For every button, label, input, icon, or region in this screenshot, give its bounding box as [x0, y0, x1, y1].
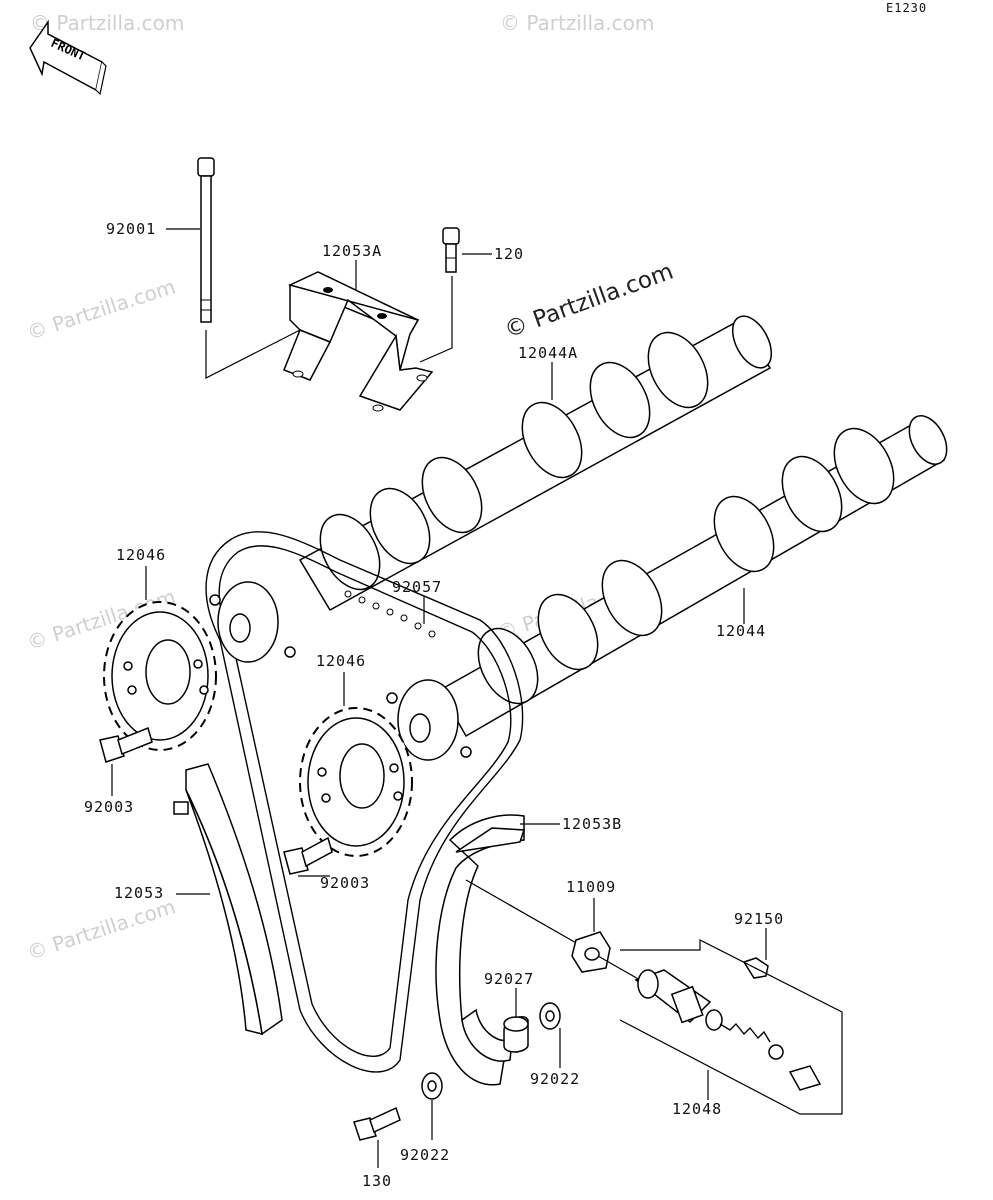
collar-92027-icon: [503, 1016, 529, 1053]
label-12046-mid: 12046: [316, 652, 366, 670]
label-120: 120: [494, 245, 524, 263]
bolt-130-icon: [353, 1106, 401, 1141]
tensioner-12048-icon: [619, 939, 843, 1115]
label-92150: 92150: [734, 910, 784, 928]
label-92022-right: 92022: [530, 1070, 580, 1088]
gasket-11009-icon: [571, 931, 611, 973]
label-130: 130: [362, 1172, 392, 1190]
bolt-92001-icon: [197, 157, 215, 323]
label-92001: 92001: [106, 220, 156, 238]
watermark-text: © Partzilla.com: [30, 11, 184, 35]
tensioner-guide-12053b-icon: [435, 814, 526, 1086]
bolt-92003-mid-icon: [283, 836, 333, 875]
label-12053b: 12053B: [562, 815, 622, 833]
label-11009: 11009: [566, 878, 616, 896]
cam-boss-lower-icon: [386, 679, 472, 761]
label-92003-mid: 92003: [320, 874, 370, 892]
bolt-92003-left-icon: [99, 726, 153, 763]
watermark-main: © Partzilla.com: [501, 258, 677, 343]
watermark-text: © Partzilla.com: [24, 894, 178, 965]
watermark-text: © Partzilla.com: [500, 11, 654, 35]
camshaft-12044-icon: [438, 415, 948, 738]
camshaft-12044a-icon: [298, 315, 773, 612]
label-92057: 92057: [392, 578, 442, 596]
diagram-code: E1230: [886, 1, 927, 15]
washer-92022-bottom-icon: [421, 1072, 443, 1100]
cam-boss-upper-icon: [209, 581, 296, 663]
sprocket-12046-top-icon: [103, 601, 217, 751]
label-12053a: 12053A: [322, 242, 382, 260]
label-12048: 12048: [672, 1100, 722, 1118]
label-12044: 12044: [716, 622, 766, 640]
label-12046-top: 12046: [116, 546, 166, 564]
washer-92022-right-icon: [539, 1002, 561, 1030]
bracket-12053a-icon: [283, 271, 434, 412]
label-12044a: 12044A: [518, 344, 578, 362]
sprocket-12046-mid-icon: [299, 707, 413, 857]
watermark-text: © Partzilla.com: [24, 274, 178, 345]
bolt-120-icon: [442, 227, 460, 273]
label-92027: 92027: [484, 970, 534, 988]
chain-guide-12053-icon: [173, 763, 283, 1036]
label-92022-bottom: 92022: [400, 1146, 450, 1164]
label-12053: 12053: [114, 884, 164, 902]
label-92003-left: 92003: [84, 798, 134, 816]
